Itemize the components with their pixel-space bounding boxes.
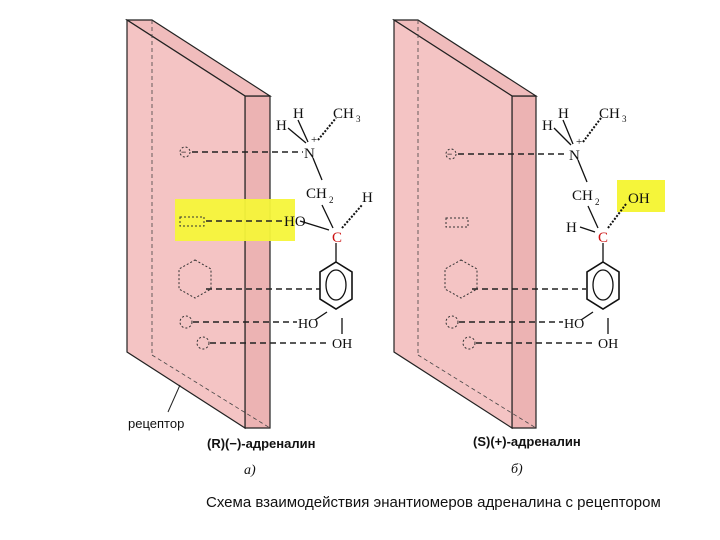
atom-h2-a: H [276,118,287,134]
site-anion-b [445,148,457,160]
highlight-oh-b [617,180,665,212]
interaction-lines-b [458,153,594,344]
panel-label-a: (R)(−)-адреналин [207,436,315,451]
binding-sites-b [444,148,478,350]
site-aromatic-b [444,259,478,299]
atom-h1-b: H [558,106,569,122]
site-h-bond-1-b [445,315,459,329]
atom-n-b: N [569,148,580,164]
molecule-bonds-b [553,117,627,334]
figure-caption: Схема взаимодействия энантиомеров адрена… [206,494,661,511]
right-edge-strip [705,0,720,540]
interaction-lines-a [192,151,328,344]
receptor-slab-a-side [244,95,271,429]
site-charge-a: − [181,147,186,157]
site-h-bond-2-a [196,336,210,350]
site-anion-a [179,146,191,158]
site-hydroxyl-b [445,217,469,228]
highlight-band-a [175,199,295,241]
panel-b: − H H CH 3 + N CH 2 H OH [391,18,665,477]
group-oh-b: OH [628,191,650,207]
panel-sublabel-b: б) [511,462,523,477]
group-ch3-sub-a: 3 [356,114,361,124]
chiral-carbon-a: C [332,230,342,246]
group-ch3-sub-b: 3 [622,114,627,124]
binding-sites-a [178,146,212,350]
panel-sublabel-a: а) [244,463,256,478]
receptor-slab-b-front [393,18,513,430]
atom-h-right-a: H [362,190,373,206]
site-charge-b: − [447,149,452,159]
atom-h2-b: H [542,118,553,134]
group-ho-a: HO [284,214,306,230]
atom-h1-a: H [293,106,304,122]
ring-oh-b: OH [598,337,618,352]
atom-h-left-b: H [566,220,577,236]
ring-ho-a: HO [298,317,318,332]
panel-a: − H H CH 3 + N [124,18,373,478]
group-ch2-sub-a: 2 [329,195,334,205]
group-ch3-b: CH [599,106,620,122]
group-ch2-b: CH [572,188,593,204]
group-ch2-sub-b: 2 [595,197,600,207]
site-hydroxyl-a [179,216,205,227]
chiral-carbon-b: C [598,230,608,246]
ring-ho-b: HO [564,317,584,332]
group-ch2-a: CH [306,186,327,202]
ring-oh-a: OH [332,337,352,352]
benzene-ring-b [586,261,620,310]
charge-plus-a: + [311,134,317,146]
group-ch3-a: CH [333,106,354,122]
site-h-bond-2-b [462,336,476,350]
site-h-bond-1-a [179,315,193,329]
benzene-ring-a [319,261,353,310]
charge-plus-b: + [576,136,582,148]
panel-label-b: (S)(+)-адреналин [473,434,581,449]
atom-n-a: N [304,146,315,162]
site-aromatic-a [178,259,212,299]
molecule-bonds-a [287,117,363,334]
receptor-label: рецептор [128,416,184,431]
receptor-slab-b-side [511,95,537,429]
